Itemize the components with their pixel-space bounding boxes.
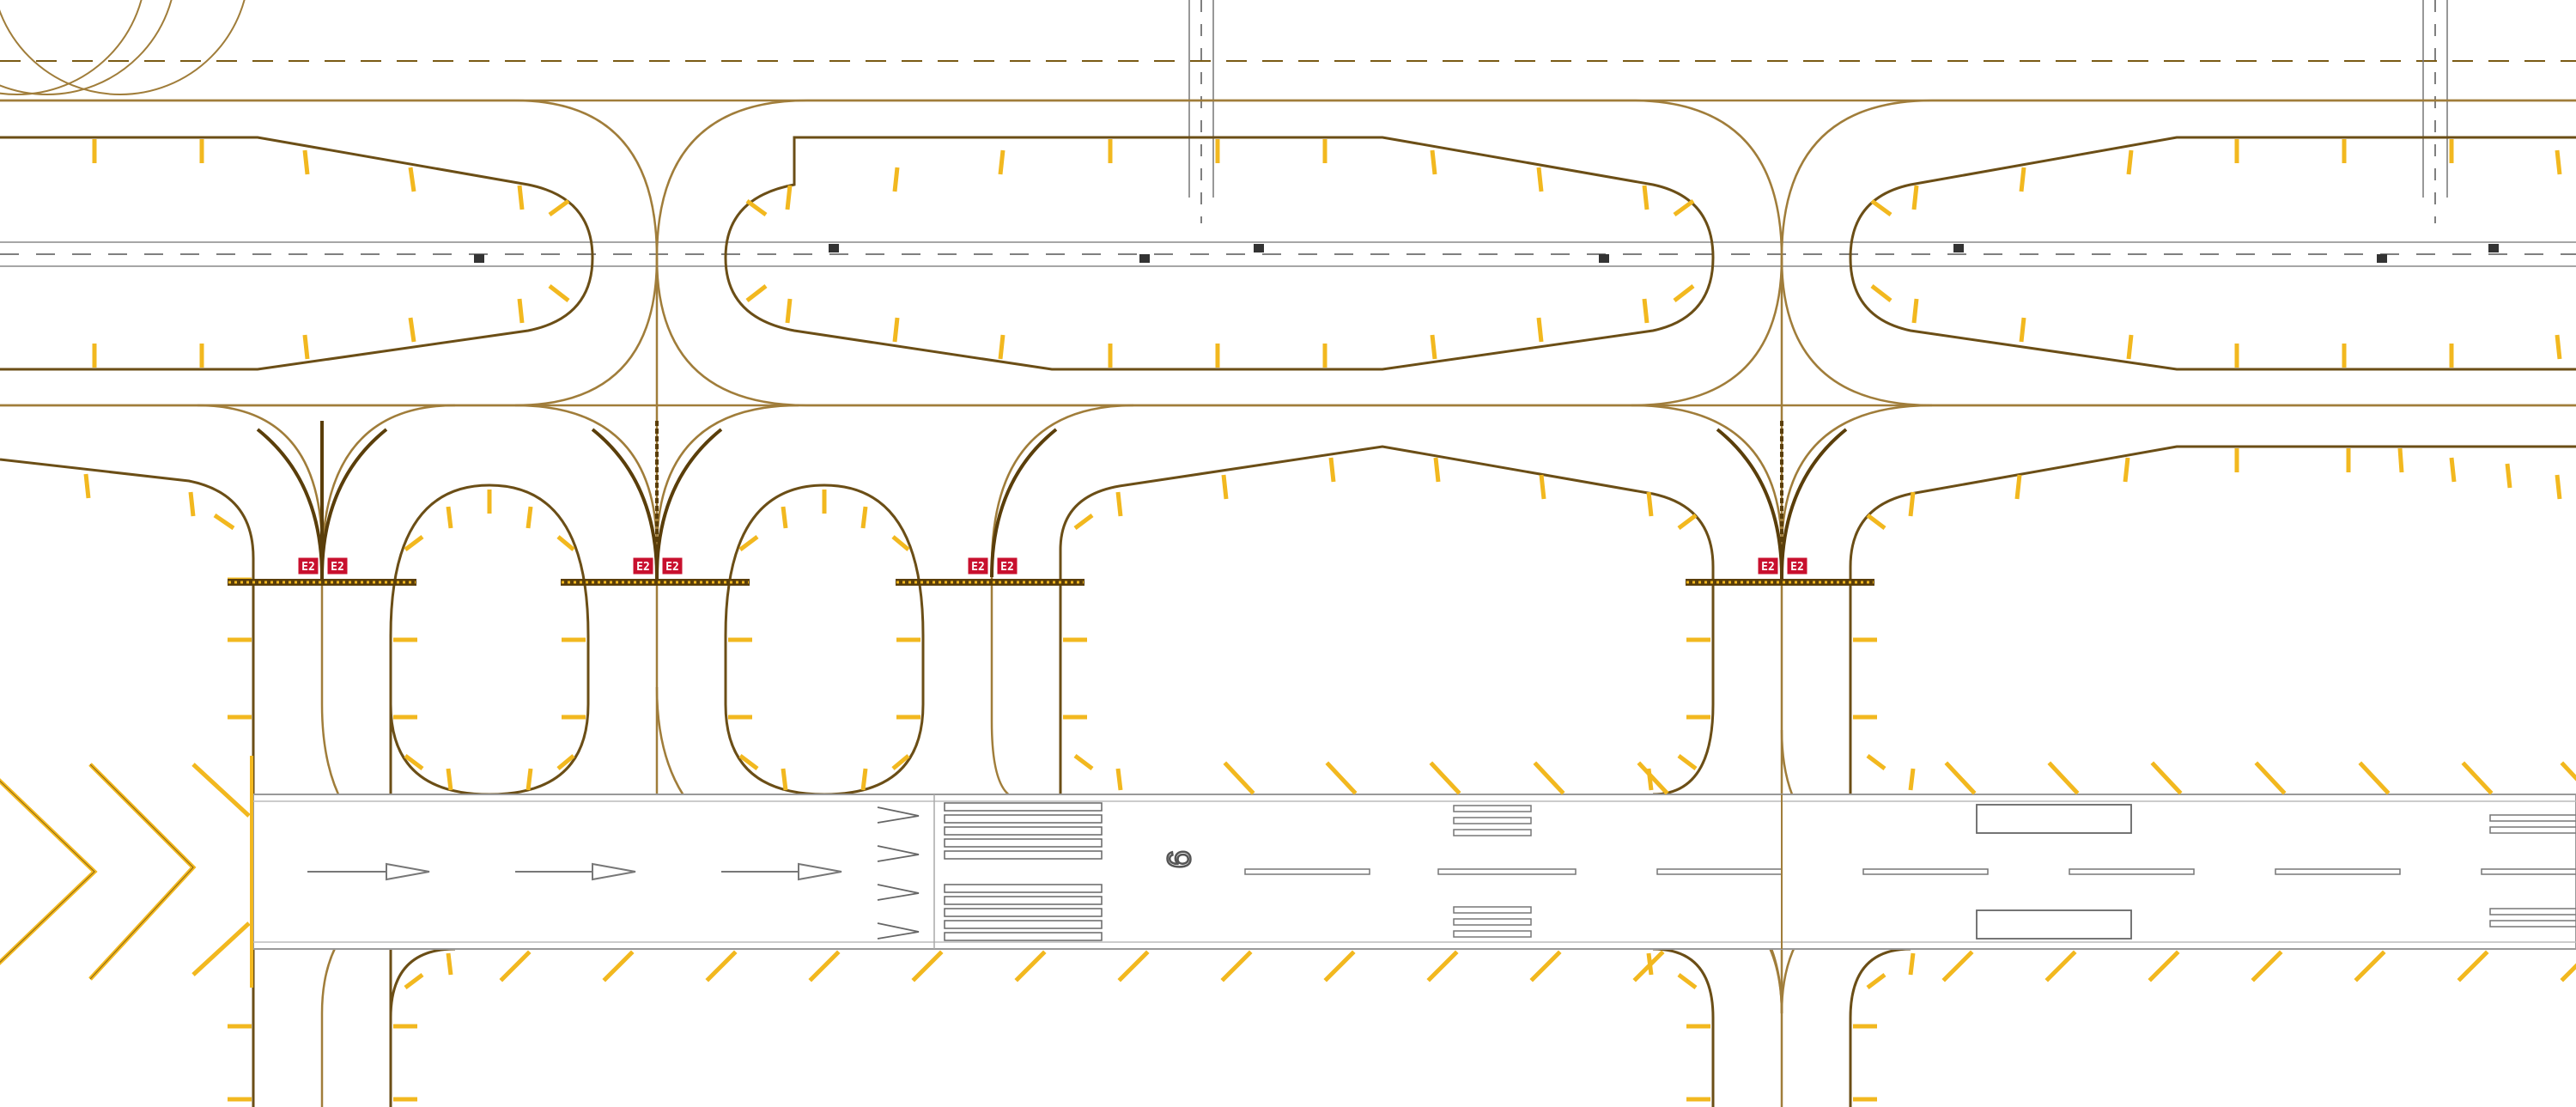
lower-taxiway-centerlines xyxy=(197,258,2121,1107)
svg-text:E2: E2 xyxy=(1000,561,1014,574)
hold-sign-2-right: E2 xyxy=(661,557,683,575)
svg-text:E2: E2 xyxy=(971,561,985,574)
aiming-point-markers xyxy=(1976,804,2132,940)
lower-island-edges xyxy=(0,445,2576,1107)
holding-lead-in-curves xyxy=(256,428,1848,578)
holding-position-3 xyxy=(896,579,1084,586)
svg-text:E2: E2 xyxy=(665,561,679,574)
service-road-horizontal xyxy=(0,241,2576,267)
upper-island-edges xyxy=(0,136,2576,371)
svg-text:E2: E2 xyxy=(331,561,344,574)
taxiway-edge-markers xyxy=(83,139,2562,1102)
service-road-vertical-1 xyxy=(1188,0,1214,223)
upper-taxiway-centerlines xyxy=(0,99,2576,407)
touchdown-zone-marks xyxy=(1453,805,2576,938)
hold-sign-3-right: E2 xyxy=(996,557,1018,575)
hold-sign-1-left: E2 xyxy=(297,557,319,575)
hold-sign-1-right: E2 xyxy=(326,557,349,575)
apron-circles xyxy=(0,0,246,95)
blast-pad-chevrons xyxy=(0,763,251,981)
runway-centerline xyxy=(1244,868,2576,875)
svg-text:E2: E2 xyxy=(1761,561,1775,574)
approach-arrows xyxy=(307,862,842,881)
blast-pad-chevrons-outline xyxy=(0,763,194,980)
service-road-icons xyxy=(474,244,2499,263)
runway xyxy=(252,794,2576,950)
hold-sign-2-left: E2 xyxy=(632,557,654,575)
hold-sign-4-left: E2 xyxy=(1757,557,1779,575)
svg-text:E2: E2 xyxy=(1790,561,1804,574)
svg-text:E2: E2 xyxy=(301,561,315,574)
threshold-chevrons xyxy=(877,806,920,940)
threshold-piano-keys xyxy=(944,802,1103,941)
runway-shoulder-marks-top xyxy=(1223,761,2576,795)
service-road-vertical-2 xyxy=(2422,0,2448,223)
runway-designator: 9 xyxy=(1160,850,1196,868)
hold-sign-4-right: E2 xyxy=(1786,557,1808,575)
svg-text:E2: E2 xyxy=(636,561,650,574)
hold-sign-3-left: E2 xyxy=(967,557,989,575)
runway-shoulder-marks-bottom xyxy=(499,950,2576,982)
